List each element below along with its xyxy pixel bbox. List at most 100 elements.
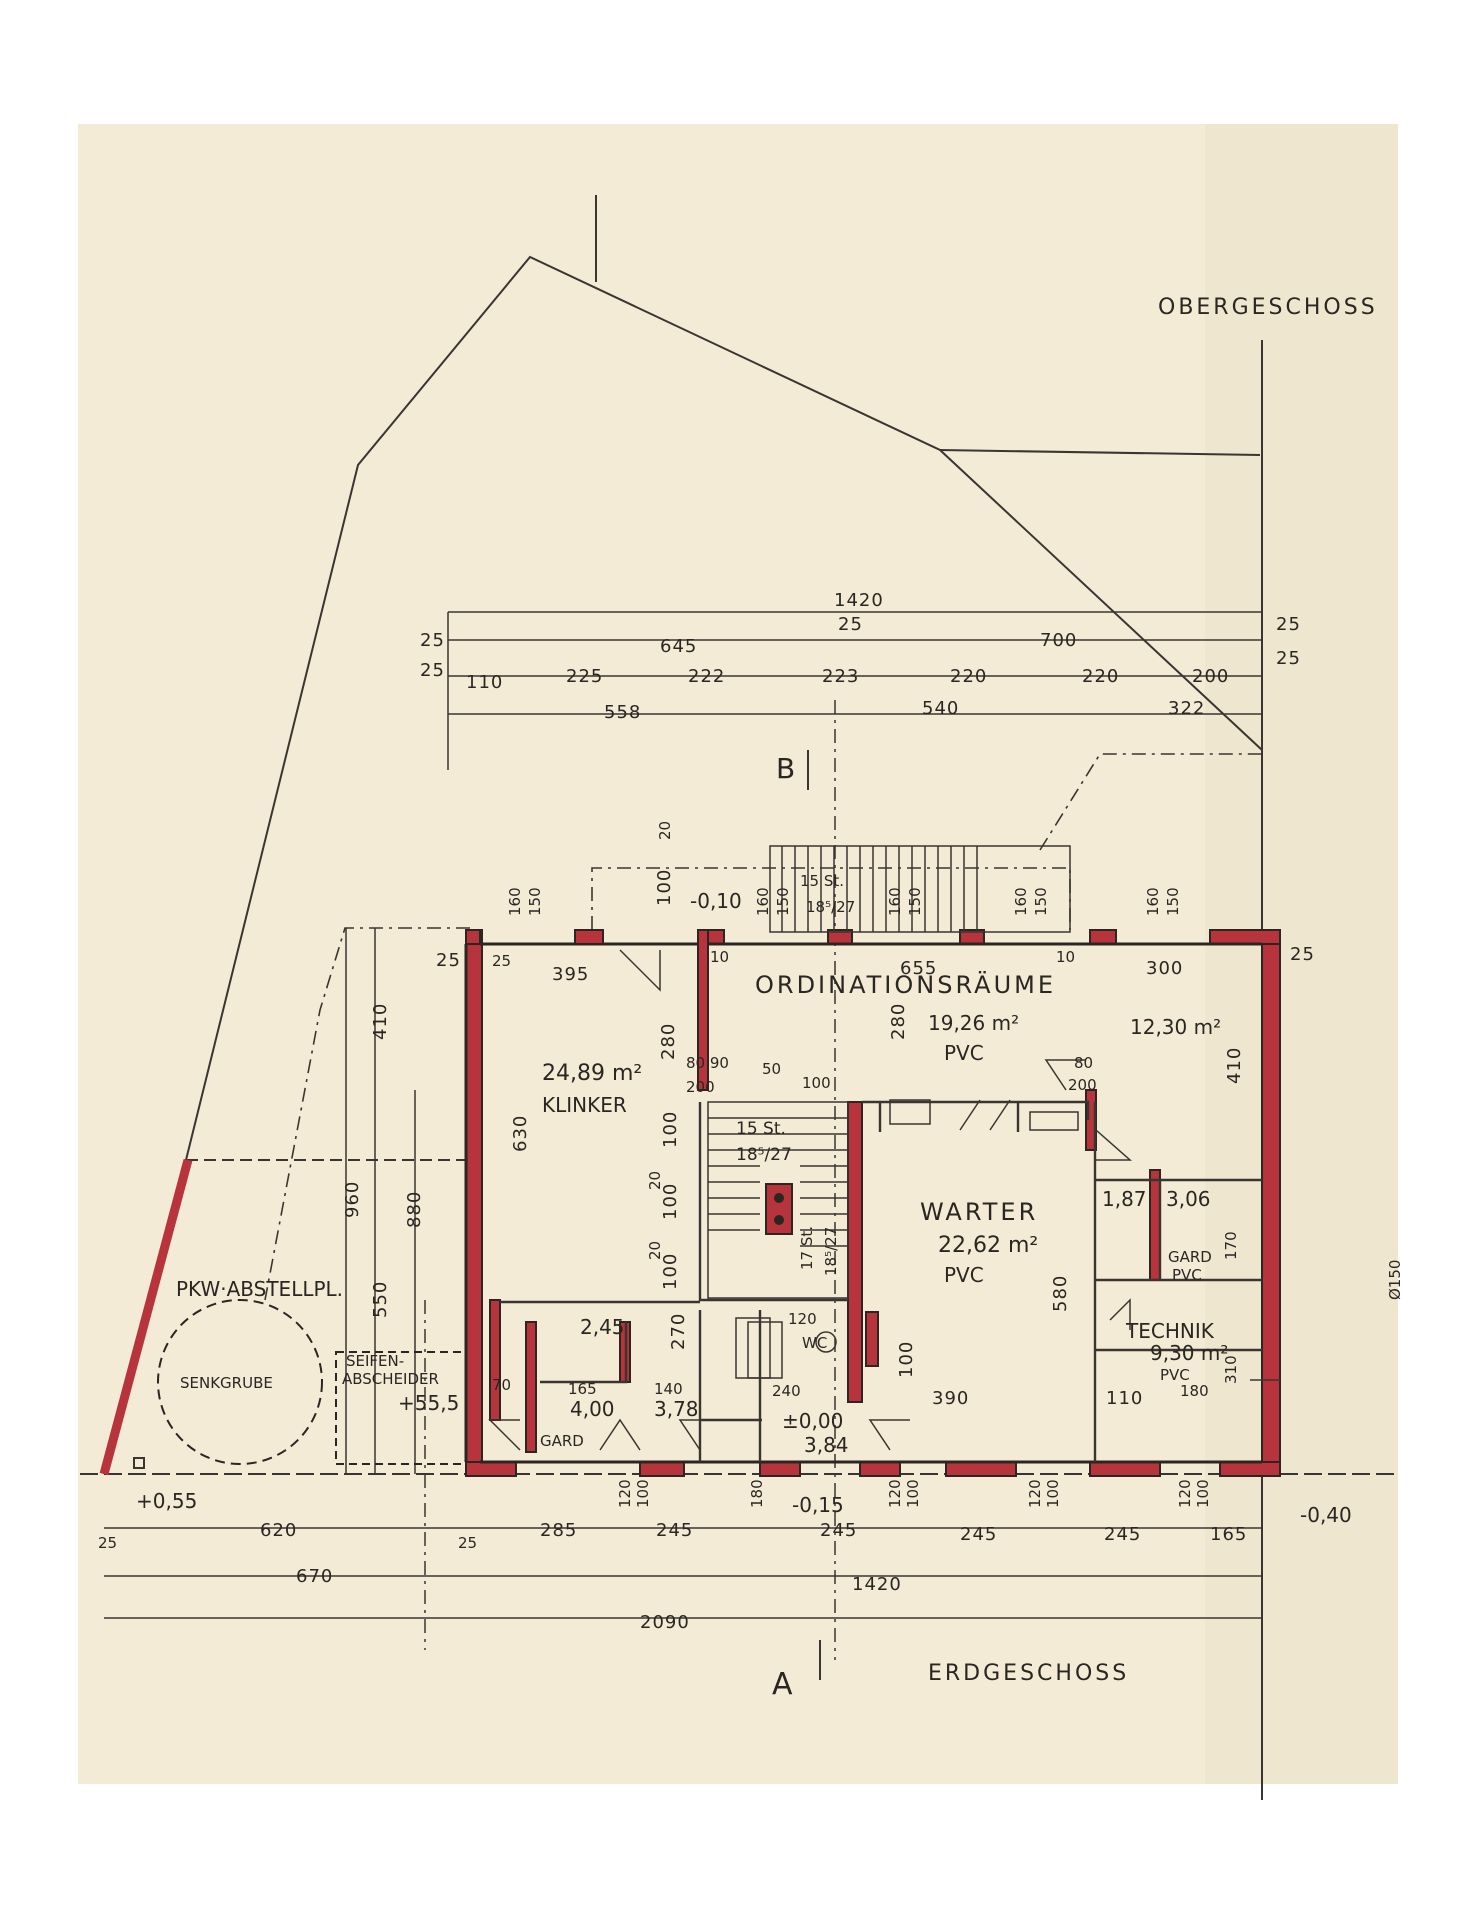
wall-bottom-6 <box>1089 1461 1161 1477</box>
dim-100c: 100 <box>660 1253 681 1290</box>
label-ordination-floor: PVC <box>944 1041 984 1065</box>
dim-410r: 410 <box>1224 1047 1245 1084</box>
dim-bottom-120a: 120 <box>616 1479 634 1508</box>
dim-row-322: 322 <box>1168 698 1205 719</box>
label-stairs-top-ratio: 18⁵/27 <box>806 898 855 916</box>
interior-wall-lines <box>500 1100 1262 1462</box>
dim-bottom-120b: 120 <box>886 1479 904 1508</box>
dim-bottom-25a: 25 <box>98 1534 117 1552</box>
dim-bottom-165: 165 <box>1210 1524 1247 1545</box>
label-stairs-17-ratio: 18⁵/27 <box>822 1227 840 1276</box>
dimension-lines <box>104 611 1262 1660</box>
dim-bottom-670: 670 <box>296 1566 333 1587</box>
dim-bottom-25b: 25 <box>458 1534 477 1552</box>
dim-top-25e: 25 <box>1276 648 1301 669</box>
dim-70: 70 <box>492 1376 511 1394</box>
dim-row-220a: 220 <box>950 666 987 687</box>
wall-stair-core <box>847 1101 863 1403</box>
label-seifen: SEIFEN- <box>346 1352 404 1370</box>
dim-100f: 100 <box>802 1074 831 1092</box>
label-level-m040: -0,40 <box>1300 1503 1352 1527</box>
dim-bottom-100d: 100 <box>1194 1479 1212 1508</box>
paper-background <box>78 124 1398 1784</box>
dim-150c: 150 <box>906 887 924 916</box>
dim-bottom-620: 620 <box>260 1520 297 1541</box>
label-ordination-area: 19,26 m² <box>928 1011 1019 1035</box>
stair-top <box>769 845 1071 933</box>
dim-390: 390 <box>932 1388 969 1409</box>
label-pkw: PKW·ABSTELLPL. <box>176 1277 343 1301</box>
left-boundary-wall <box>99 1158 193 1476</box>
dim-150d: 150 <box>1032 887 1050 916</box>
label-technik-floor: PVC <box>1160 1366 1190 1384</box>
dim-240: 240 <box>772 1382 801 1400</box>
dim-395: 395 <box>552 964 589 985</box>
dim-150e: 150 <box>1164 887 1182 916</box>
dim-bottom-245a: 245 <box>656 1520 693 1541</box>
label-klinker: KLINKER <box>542 1093 627 1117</box>
door-swings <box>488 949 1132 1451</box>
dim-960: 960 <box>342 1181 363 1218</box>
wall-top-6 <box>1089 929 1117 945</box>
dim-row-110: 110 <box>466 672 503 693</box>
dim-20a: 20 <box>656 821 674 840</box>
dim-top-25c: 25 <box>838 614 863 635</box>
wall-bath-a <box>489 1299 501 1421</box>
dim-80a: 80 <box>1074 1054 1093 1072</box>
label-gard-floor: PVC <box>1172 1266 1202 1284</box>
dim-580: 580 <box>1050 1275 1071 1312</box>
stove-dot-2 <box>774 1215 784 1225</box>
dim-170: 170 <box>1222 1231 1240 1260</box>
dim-110: 110 <box>1106 1388 1143 1409</box>
fixtures <box>735 1099 1280 1381</box>
wall-bottom-3 <box>759 1461 801 1477</box>
dim-140: 140 <box>654 1380 683 1398</box>
dim-bottom-245d: 245 <box>1104 1524 1141 1545</box>
label-section-b: B <box>776 752 798 785</box>
label-technik: TECHNIK <box>1125 1319 1215 1343</box>
dim-bottom-245b: 245 <box>820 1520 857 1541</box>
dim-280a: 280 <box>658 1023 679 1060</box>
label-wc: WC <box>802 1334 827 1352</box>
wall-bottom-1 <box>465 1461 517 1477</box>
dim-25r: 25 <box>1290 944 1315 965</box>
dim-top-25a: 25 <box>420 630 445 651</box>
label-section-a: A <box>772 1667 796 1702</box>
label-area-384: 3,84 <box>804 1433 849 1457</box>
label-level-055: +0,55 <box>136 1489 197 1513</box>
dim-150b: 150 <box>774 887 792 916</box>
dim-10a: 10 <box>710 948 729 966</box>
dim-25w: 25 <box>492 952 511 970</box>
dim-200a: 200 <box>686 1078 715 1096</box>
dim-410: 410 <box>370 1003 391 1040</box>
dim-160b: 160 <box>754 887 772 916</box>
label-level-000: ±0,00 <box>782 1409 843 1433</box>
label-erdgeschoss: ERDGESCHOSS <box>928 1661 1129 1686</box>
label-warter-floor: PVC <box>944 1263 984 1287</box>
dim-80-90: 80 90 <box>686 1054 729 1072</box>
wall-window-1 <box>574 929 604 945</box>
dim-top-25d: 25 <box>1276 614 1301 635</box>
label-gard-lower: GARD <box>540 1432 584 1450</box>
dim-100e: 100 <box>896 1341 917 1378</box>
dim-120: 120 <box>788 1310 817 1328</box>
label-abscheider: ABSCHEIDER <box>342 1370 439 1388</box>
label-warter-area: 22,62 m² <box>938 1233 1038 1258</box>
dim-top-700: 700 <box>1040 630 1077 651</box>
section-markers <box>133 750 821 1680</box>
wall-bottom-4 <box>859 1461 901 1477</box>
stair-inner <box>707 1101 849 1299</box>
label-warter: WARTER <box>920 1198 1038 1226</box>
dim-160d: 160 <box>1012 887 1030 916</box>
wall-bottom-7 <box>1219 1461 1281 1477</box>
label-obergeschoss: OBERGESCHOSS <box>1158 295 1378 320</box>
label-area-378: 3,78 <box>654 1397 699 1421</box>
dim-row-540: 540 <box>922 698 959 719</box>
dim-270: 270 <box>668 1313 689 1350</box>
senkgrube-circle <box>157 1299 323 1465</box>
dim-bottom-100b: 100 <box>904 1479 922 1508</box>
wall-stair-left <box>697 929 709 1091</box>
dim-top-645: 645 <box>660 636 697 657</box>
dim-bottom-180: 180 <box>748 1479 766 1508</box>
